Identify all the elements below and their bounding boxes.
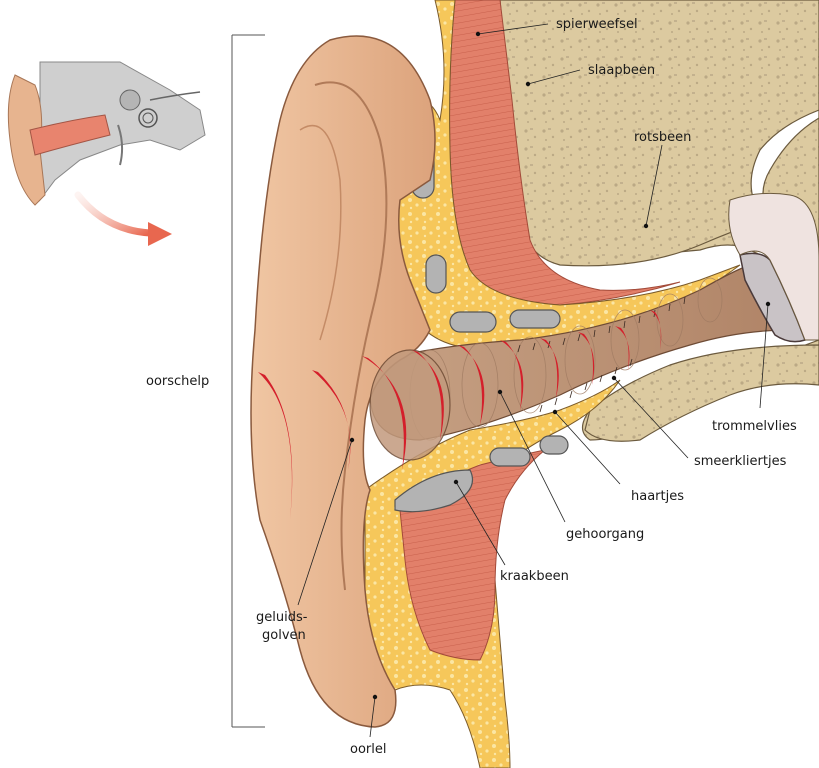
pinna-inner-fold xyxy=(299,124,342,341)
lower-bone xyxy=(584,344,819,442)
label-trommelvlies: trommelvlies xyxy=(712,419,797,434)
label-gehoorgang: gehoorgang xyxy=(566,527,644,542)
label-slaapbeen: slaapbeen xyxy=(588,63,655,78)
label-spierweefsel: spierweefsel xyxy=(556,17,638,32)
label-kraakbeen: kraakbeen xyxy=(500,569,569,584)
label-oorschelp: oorschelp xyxy=(146,374,209,389)
middle-ear-gap xyxy=(728,192,819,341)
label-geluidsgolven-line2: golven xyxy=(262,628,306,643)
canal-entrance xyxy=(369,349,451,461)
leader-dots xyxy=(349,31,771,700)
oorschelp-bracket xyxy=(231,34,265,728)
label-geluidsgolven-line1: geluids- xyxy=(256,610,308,625)
label-smeerkliertjes: smeerkliertjes xyxy=(694,454,787,469)
pinna xyxy=(250,35,436,728)
curved-arrow-icon xyxy=(74,191,172,246)
sound-waves xyxy=(258,310,662,520)
label-haartjes: haartjes xyxy=(631,489,684,504)
label-oorlel: oorlel xyxy=(350,742,386,757)
leader-lines xyxy=(297,23,769,738)
pinna-fold xyxy=(314,81,388,591)
ear-anatomy-thumbnail-icon xyxy=(7,61,206,206)
label-rotsbeen: rotsbeen xyxy=(634,130,691,145)
hairs xyxy=(517,296,686,413)
